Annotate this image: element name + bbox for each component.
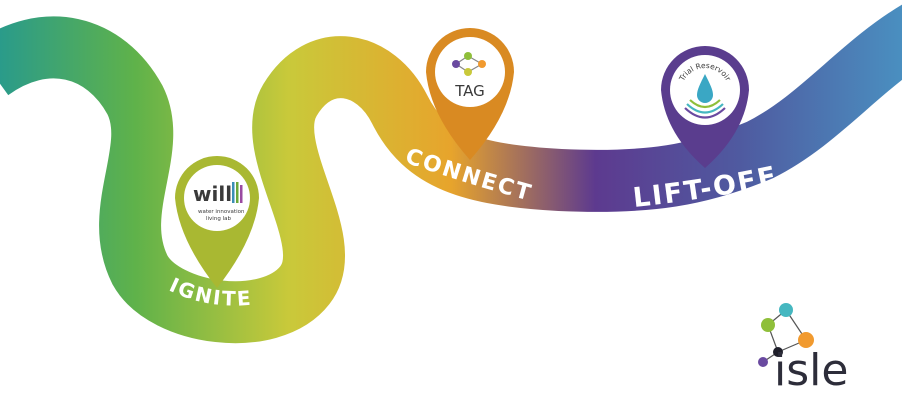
water-drop-icon xyxy=(684,74,726,119)
map-pin-tag: TAG xyxy=(426,28,514,160)
map-pin-trial-reservoir: Trial Reservoir xyxy=(661,46,749,168)
svg-text:water innovation: water innovation xyxy=(198,209,245,215)
isle-wordmark: isle xyxy=(774,345,848,396)
isle-logo: isle xyxy=(758,303,848,396)
svg-text:living lab: living lab xyxy=(206,216,231,222)
tag-label: TAG xyxy=(454,82,485,100)
roadmap-ribbon xyxy=(0,4,902,344)
map-pin-will: will water innovation living lab xyxy=(175,156,259,288)
tag-network-icon xyxy=(452,52,486,76)
svg-text:will: will xyxy=(193,182,232,206)
will-logo: will water innovation living lab xyxy=(193,182,245,222)
